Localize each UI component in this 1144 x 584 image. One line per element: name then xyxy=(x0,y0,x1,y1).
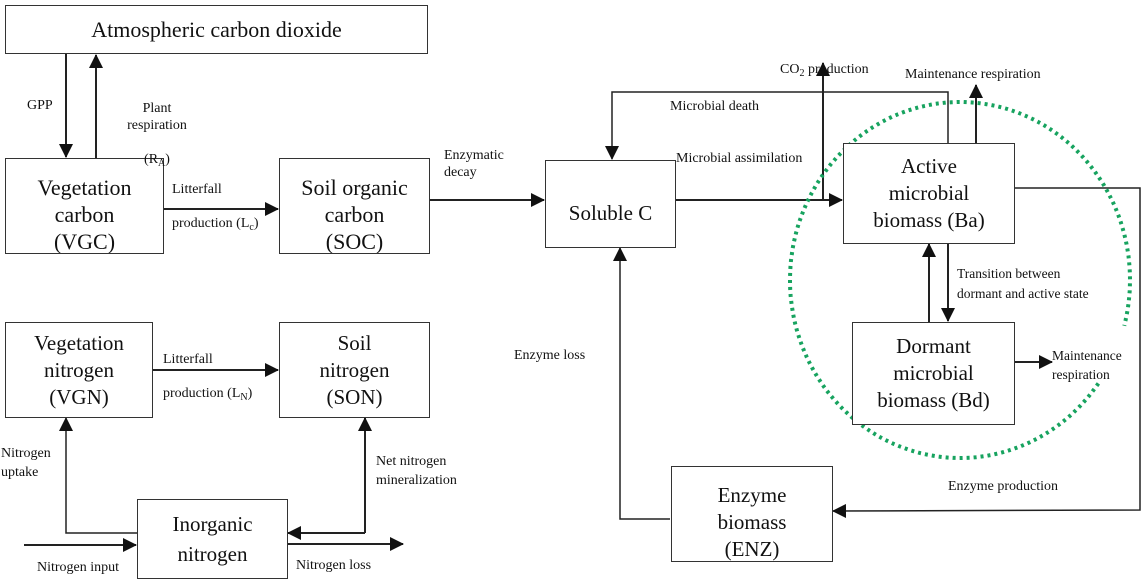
co2-prefix: CO xyxy=(780,62,800,77)
node-atmospheric-co2-label: Atmospheric carbon dioxide xyxy=(91,17,342,42)
label-litterfall-nitrogen: Litterfall production (LN) xyxy=(163,352,253,403)
node-active-microbial-biomass: Active microbial biomass (Ba) xyxy=(843,143,1015,244)
node-soluble-carbon: Soluble C xyxy=(545,160,676,248)
node-inorganic-nitrogen-label: Inorganic nitrogen xyxy=(172,512,253,566)
label-microbial-assimilation: Microbial assimilation xyxy=(676,151,803,166)
label-maintenance-respiration-top: Maintenance respiration xyxy=(905,67,1041,82)
node-soil-nitrogen: Soil nitrogen (SON) xyxy=(279,322,430,418)
node-soil-organic-carbon: Soil organic carbon (SOC) xyxy=(279,158,430,254)
ra-prefix: (R xyxy=(144,152,159,167)
label-transition: Transition between dormant and active st… xyxy=(957,266,1089,301)
arrow-enzyme-production xyxy=(832,187,1141,518)
litterfall-nitrogen-line2: production (L xyxy=(163,386,241,401)
arrow-microbial-death xyxy=(605,91,949,160)
label-enzyme-production: Enzyme production xyxy=(948,479,1059,494)
label-enzyme-loss: Enzyme loss xyxy=(514,348,586,363)
node-vegetation-carbon: Vegetation carbon (VGC) xyxy=(5,158,164,254)
label-nitrogen-input: Nitrogen input xyxy=(37,560,120,575)
label-microbial-death: Microbial death xyxy=(670,99,760,114)
litterfall-nitrogen-line1: Litterfall xyxy=(163,352,213,367)
label-enzymatic-decay: Enzymatic decay xyxy=(444,148,504,180)
microbial-community-boundary xyxy=(788,100,1133,461)
node-dormant-microbial-biomass-label: Dormant microbial biomass (Bd) xyxy=(877,334,990,412)
node-enzyme-biomass: Enzyme biomass (ENZ) xyxy=(671,466,833,562)
label-nitrogen-loss: Nitrogen loss xyxy=(296,558,372,573)
co2-suffix: production xyxy=(804,62,869,77)
node-dormant-microbial-biomass: Dormant microbial biomass (Bd) xyxy=(852,322,1015,425)
litterfall-nitrogen-subscript: N xyxy=(240,392,248,403)
litterfall-carbon-subscript: c xyxy=(249,222,254,233)
co2-subscript: 2 xyxy=(799,68,805,79)
arrow-enzyme-loss xyxy=(613,247,670,520)
label-plant-respiration-text: Plant respiration xyxy=(127,101,187,133)
label-plant-respiration-symbol: (RA) xyxy=(144,152,170,169)
node-soil-nitrogen-label: Soil nitrogen (SON) xyxy=(319,330,390,409)
label-litterfall-carbon: Litterfall production (Lc) xyxy=(172,182,259,233)
label-plant-respiration: Plant respiration (RA) xyxy=(115,83,199,172)
label-gpp: GPP xyxy=(27,98,53,113)
label-nitrogen-uptake: Nitrogen uptake xyxy=(1,446,51,480)
node-vegetation-nitrogen-label: Vegetation nitrogen (VGN) xyxy=(34,330,124,409)
arrow-nitrogen-uptake xyxy=(59,417,137,534)
label-co2-production: CO2 production xyxy=(780,44,869,82)
node-active-microbial-biomass-label: Active microbial biomass (Ba) xyxy=(873,154,985,232)
ra-subscript: A xyxy=(158,158,166,169)
litterfall-carbon-line2: production (L xyxy=(172,216,250,231)
node-soluble-carbon-label: Soluble C xyxy=(568,200,653,225)
label-net-nitrogen-mineralization: Net nitrogen mineralization xyxy=(376,454,457,488)
node-inorganic-nitrogen: Inorganic nitrogen xyxy=(137,499,288,579)
node-atmospheric-co2: Atmospheric carbon dioxide xyxy=(5,5,428,54)
node-soil-organic-carbon-label: Soil organic carbon (SOC) xyxy=(301,174,408,254)
litterfall-carbon-line1: Litterfall xyxy=(172,182,222,197)
node-vegetation-carbon-label: Vegetation carbon (VGC) xyxy=(37,174,132,254)
node-vegetation-nitrogen: Vegetation nitrogen (VGN) xyxy=(5,322,153,418)
node-enzyme-biomass-label: Enzyme biomass (ENZ) xyxy=(717,482,787,561)
label-maintenance-respiration-right: Maintenance respiration xyxy=(1052,348,1122,382)
